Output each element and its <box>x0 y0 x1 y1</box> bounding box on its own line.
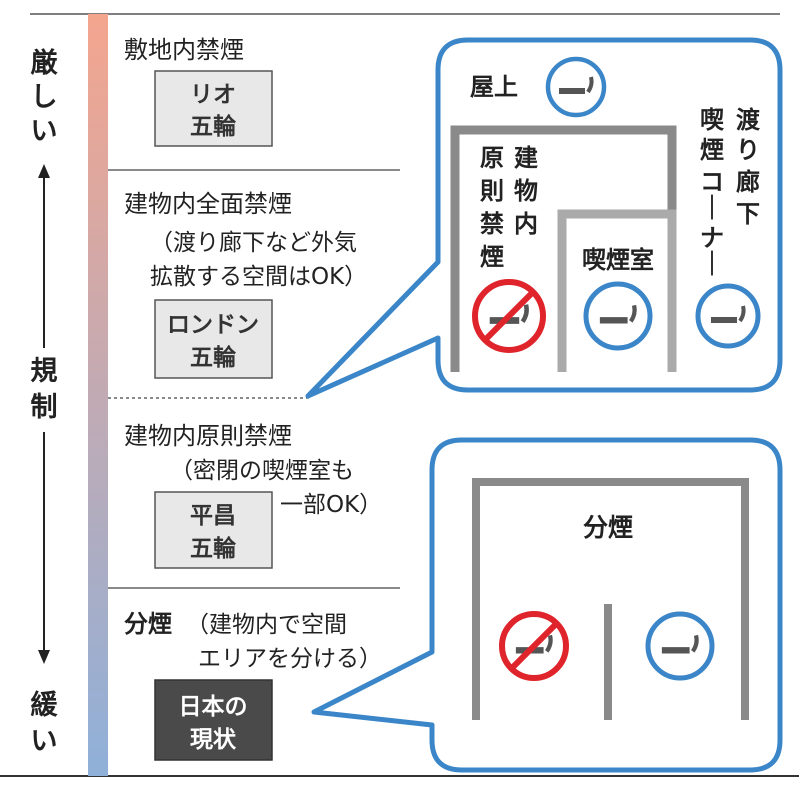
level-note: 拡散する空間はOK） <box>150 264 367 290</box>
svg-text:厳: 厳 <box>31 47 59 79</box>
svg-text:五輪: 五輪 <box>190 113 237 140</box>
svg-text:コ: コ <box>700 168 724 196</box>
rooftop-label: 屋上 <box>470 73 518 101</box>
building-wall <box>472 478 749 720</box>
level-title: 分煙 <box>124 610 172 638</box>
level-separate-smoking: 分煙 （建物内で空間 エリアを分ける） 日本の 現状 <box>124 610 382 761</box>
event-badge <box>154 299 273 379</box>
svg-text:廊: 廊 <box>736 168 760 196</box>
svg-text:則: 則 <box>480 177 504 205</box>
svg-text:五輪: 五輪 <box>190 535 237 562</box>
building-no-smoking <box>472 279 546 353</box>
level-site-no-smoking: 敷地内禁煙 リオ 五輪 <box>124 36 273 147</box>
smoking-allowed-icon <box>583 281 653 351</box>
axis-bottom-label: 緩 い <box>31 690 59 757</box>
svg-text:ロンドン: ロンドン <box>167 312 259 338</box>
level-note: （建物内で空間 <box>186 612 347 638</box>
corridor-label: 渡 り 廊 下 喫 煙 コ ｜ ナ ｜ <box>700 106 761 278</box>
svg-text:内: 内 <box>514 210 538 238</box>
svg-text:物: 物 <box>514 177 538 205</box>
svg-text:禁: 禁 <box>480 210 504 238</box>
corridor-smoking-allowed <box>695 283 761 349</box>
svg-text:ナ: ナ <box>700 224 724 252</box>
rooftop-smoking-allowed <box>545 56 607 118</box>
svg-text:渡: 渡 <box>736 106 761 134</box>
svg-text:下: 下 <box>736 200 760 228</box>
axis-middle-label: 規 制 <box>31 356 58 423</box>
level-note: （密閉の喫煙室も <box>170 458 354 484</box>
current-status-badge <box>154 679 273 761</box>
svg-text:規: 規 <box>31 356 58 387</box>
axis-arrow-up <box>38 164 50 348</box>
level-title: 建物内原則禁煙 <box>124 422 292 450</box>
svg-text:建: 建 <box>514 144 538 172</box>
smoking-room-allowed <box>583 281 653 351</box>
building-wall <box>450 125 677 372</box>
svg-text:り: り <box>736 136 760 164</box>
level-title: 建物内全面禁煙 <box>124 190 292 218</box>
svg-text:緩: 緩 <box>31 690 59 721</box>
svg-text:原: 原 <box>480 144 504 172</box>
svg-text:｜: ｜ <box>700 250 724 278</box>
svg-text:五輪: 五輪 <box>190 344 237 371</box>
axis-arrow-down <box>38 432 50 664</box>
smoking-area <box>645 611 715 681</box>
level-note: エリアを分ける） <box>198 646 382 672</box>
level-note: 一部OK） <box>280 492 382 518</box>
smoking-allowed-icon <box>645 611 715 681</box>
svg-text:い: い <box>31 726 58 757</box>
building-interior-label: 建 物 内 原 則 禁 煙 <box>480 144 538 271</box>
svg-text:し: し <box>31 82 58 113</box>
regulation-axis-bar <box>88 14 108 776</box>
level-title: 敷地内禁煙 <box>124 36 244 64</box>
axis-top-label: 厳 し い <box>31 47 59 147</box>
bottom-callout-bubble <box>311 437 783 773</box>
level-building-full-no-smoking: 建物内全面禁煙 （渡り廊下など外気 拡散する空間はOK） ロンドン 五輪 <box>124 190 367 379</box>
smoking-room-label: 喫煙室 <box>582 246 654 274</box>
svg-text:リオ: リオ <box>190 82 236 108</box>
smoking-allowed-icon <box>545 56 607 118</box>
svg-text:制: 制 <box>31 392 58 423</box>
svg-text:い: い <box>31 116 58 147</box>
separate-smoking-label: 分煙 <box>583 513 633 542</box>
event-badge <box>154 70 273 147</box>
svg-text:煙: 煙 <box>480 243 504 271</box>
non-smoking-area <box>499 611 569 681</box>
smoking-room-wall <box>557 209 677 372</box>
svg-text:現状: 現状 <box>190 726 237 753</box>
level-building-principle-no-smoking: 建物内原則禁煙 （密閉の喫煙室も 一部OK） 平昌 五輪 <box>124 422 382 569</box>
svg-text:平昌: 平昌 <box>190 503 236 529</box>
svg-text:喫: 喫 <box>700 106 725 134</box>
smoking-allowed-icon <box>695 283 761 349</box>
svg-text:煙: 煙 <box>700 136 724 164</box>
svg-text:日本の: 日本の <box>179 694 248 720</box>
svg-text:｜: ｜ <box>700 194 724 222</box>
level-note: （渡り廊下など外気 <box>150 230 357 256</box>
event-badge <box>154 491 273 569</box>
